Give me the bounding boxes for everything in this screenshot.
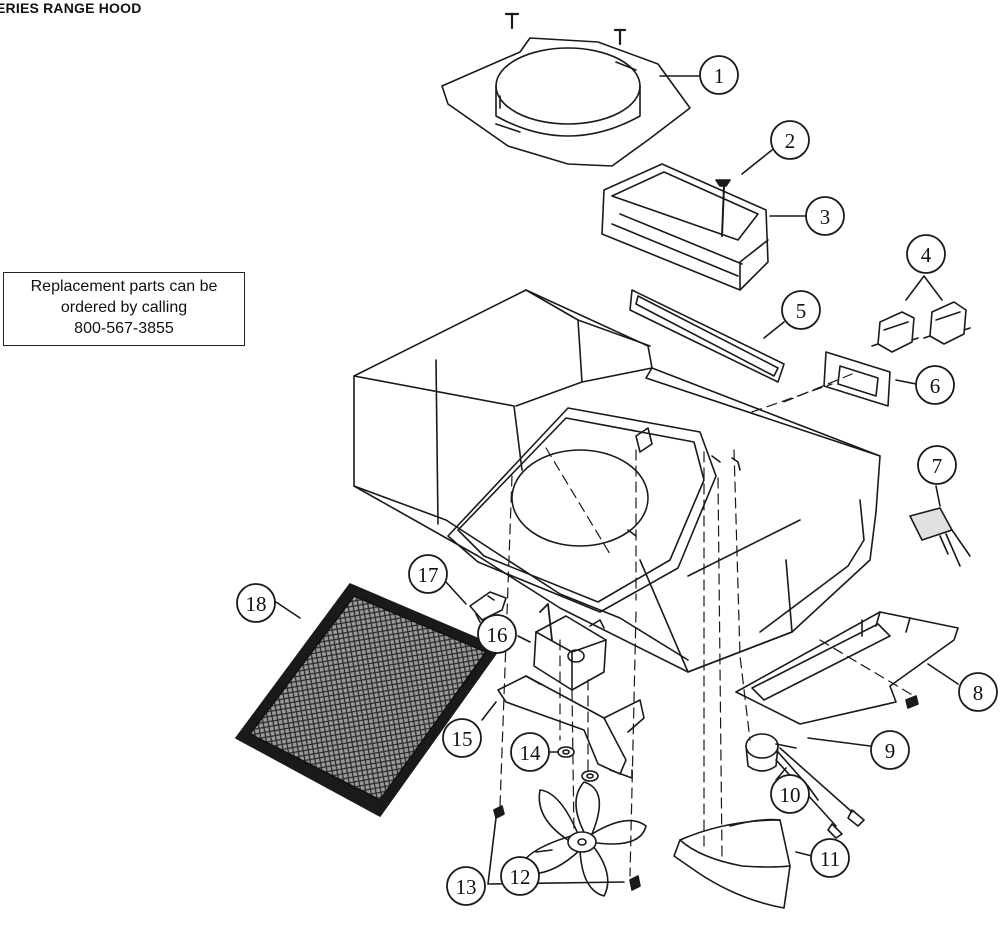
part-11-light-shell	[673, 818, 791, 909]
callout-circle-4	[906, 234, 946, 274]
callout-5: 5	[796, 299, 807, 323]
callout-numbers: 1 2 3 4 5 6 7 8 9 10 11 12 13 14 15 16 1…	[246, 64, 984, 899]
callout-circle-16	[477, 614, 517, 654]
callout-circle-10	[770, 774, 810, 814]
part-5-gasket	[629, 289, 785, 383]
callout-3: 3	[820, 205, 831, 229]
callout-15: 15	[452, 727, 473, 751]
info-line-1: Replacement parts can be	[30, 278, 218, 295]
part-13-screws	[493, 805, 641, 891]
callout-circle-1	[699, 55, 739, 95]
callout-circle-15	[442, 718, 482, 758]
callout-12: 12	[510, 865, 531, 889]
replacement-info-box: Replacement parts can be ordered by call…	[3, 272, 245, 346]
part-6-switch-plate	[823, 351, 891, 407]
callout-markers	[236, 55, 998, 906]
callout-4: 4	[921, 243, 932, 267]
info-line-2: ordered by calling	[60, 299, 188, 316]
part-1-mounting-plate	[441, 12, 691, 167]
callout-6: 6	[930, 374, 941, 398]
callout-1: 1	[714, 64, 725, 88]
callout-circle-6	[915, 365, 955, 405]
callout-leader-lines	[275, 75, 959, 885]
callout-circle-14	[510, 732, 550, 772]
part-15-motor-bracket	[497, 675, 645, 779]
callout-18: 18	[246, 592, 267, 616]
callout-9: 9	[885, 739, 896, 763]
part-9-screw	[905, 695, 919, 709]
callout-circle-3	[805, 196, 845, 236]
part-16-motor	[533, 603, 607, 691]
callout-circle-9	[870, 730, 910, 770]
callout-17: 17	[418, 563, 439, 587]
callout-16: 16	[487, 623, 508, 647]
callout-8: 8	[973, 681, 984, 705]
callout-circle-13	[446, 866, 486, 906]
callout-circle-12	[500, 856, 540, 896]
callout-10: 10	[780, 783, 801, 807]
part-17-bracket	[469, 591, 507, 623]
info-phone-number: 800-567-3855	[74, 320, 174, 337]
part-14-nuts	[557, 746, 599, 782]
callout-13: 13	[456, 875, 477, 899]
callout-2: 2	[785, 129, 796, 153]
page-title: ERIES RANGE HOOD	[0, 0, 142, 16]
callout-circle-17	[408, 554, 448, 594]
part-18-grease-filter	[235, 583, 501, 817]
callout-circle-2	[770, 120, 810, 160]
callout-circle-11	[810, 838, 850, 878]
part-4-switches	[871, 301, 971, 353]
hood-body	[353, 289, 881, 673]
callout-circle-18	[236, 583, 276, 623]
part-3-damper-housing	[601, 163, 769, 291]
part-7-connector	[909, 507, 971, 567]
callout-11: 11	[820, 847, 840, 871]
callout-circle-7	[917, 445, 957, 485]
callout-7: 7	[932, 454, 943, 478]
callout-circle-5	[781, 290, 821, 330]
callout-14: 14	[520, 741, 542, 765]
part-12-fan-blade	[519, 781, 647, 897]
callout-circle-8	[958, 672, 998, 712]
part-8-light-cover	[735, 611, 959, 725]
